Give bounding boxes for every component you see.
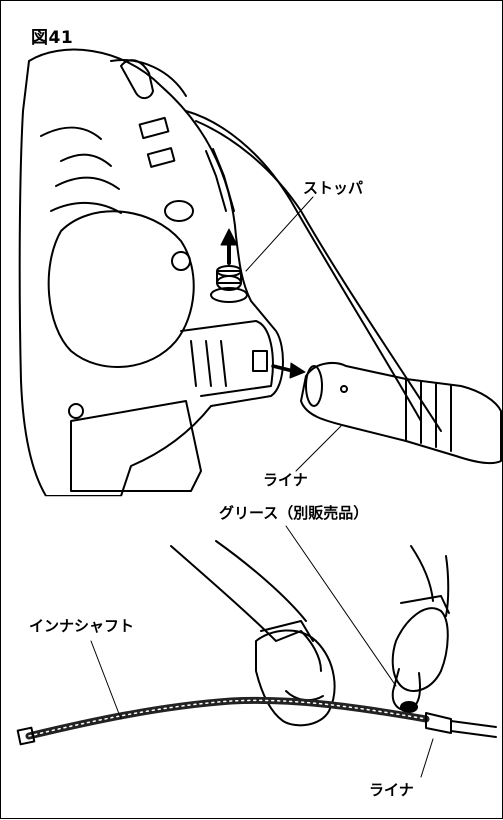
leader-stopper xyxy=(245,196,314,272)
label-liner-bottom: ライナ xyxy=(369,781,414,799)
label-liner-top: ライナ xyxy=(263,471,308,489)
inner-shaft xyxy=(25,696,430,740)
right-hand xyxy=(391,607,449,692)
figure-number: 図41 xyxy=(31,28,74,48)
left-arm xyxy=(170,545,322,672)
lower-illustration xyxy=(16,525,497,778)
leader-liner-top xyxy=(295,425,342,472)
pull-arrow-right xyxy=(271,364,295,373)
engine-housing xyxy=(18,48,284,497)
label-grease: グリース（別販売品） xyxy=(219,504,369,522)
liner-end xyxy=(425,712,452,734)
gear-case xyxy=(47,210,195,368)
shaft-socket xyxy=(252,350,268,372)
liner-tube xyxy=(300,362,407,442)
right-arm xyxy=(410,545,450,617)
leader-inner xyxy=(90,640,122,720)
upper-illustration xyxy=(8,48,502,498)
shaft-tip xyxy=(16,726,36,746)
label-inner-shaft: インナシャフト xyxy=(29,617,135,635)
label-stopper: ストッパ xyxy=(303,179,364,197)
leader-grease xyxy=(285,525,397,687)
cable-2 xyxy=(195,120,442,432)
leader-liner-bottom xyxy=(420,738,434,778)
left-hand xyxy=(255,629,336,727)
cable-1 xyxy=(185,110,422,422)
